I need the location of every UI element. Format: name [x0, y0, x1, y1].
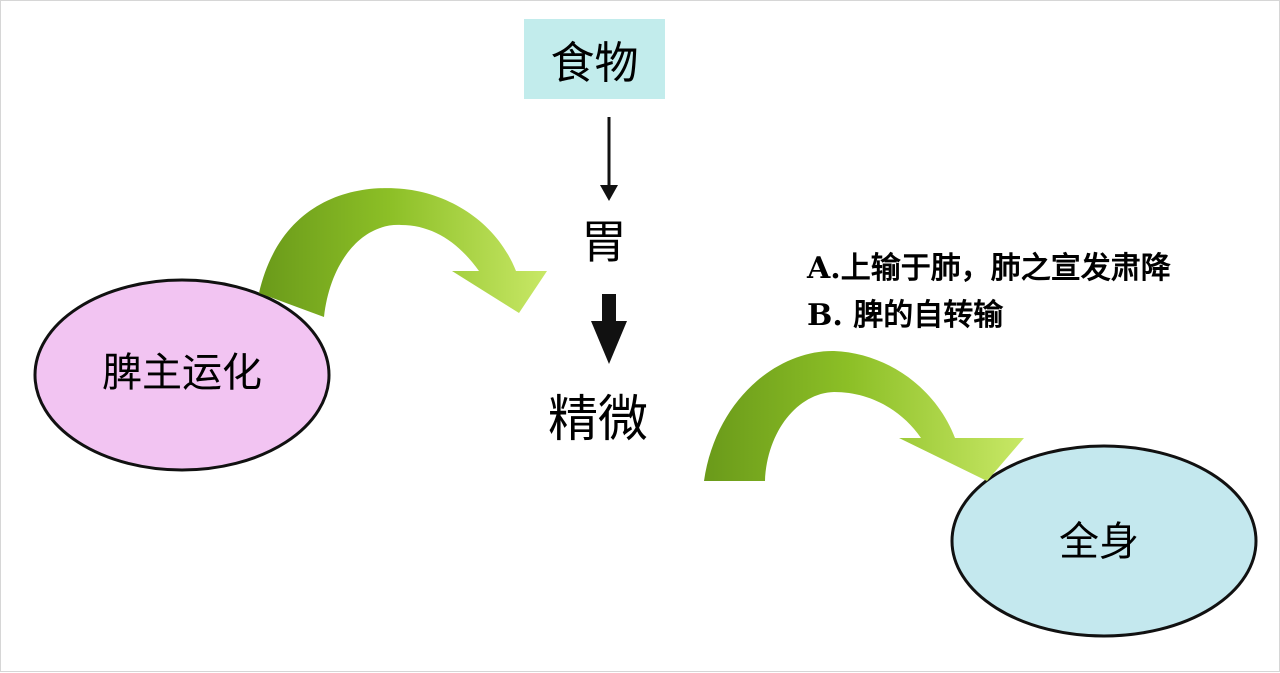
food-label: 食物 — [550, 38, 639, 89]
arrow-stomach-to-essence — [591, 294, 627, 364]
body-ellipse — [950, 444, 1258, 638]
spleen-function-label: 脾主运化 — [102, 350, 262, 396]
whole-body-label: 全身 — [1059, 519, 1139, 565]
arrow-food-to-stomach — [600, 117, 618, 201]
stomach-label: 胃 — [581, 215, 627, 269]
note-a: A.上输于肺，肺之宣发肃降 — [807, 251, 1171, 286]
note-b: B. 脾的自转输 — [807, 298, 1004, 333]
food-box: 食物 — [524, 19, 665, 99]
curved-arrow-left — [259, 188, 547, 317]
essence-label: 精微 — [548, 390, 648, 448]
curved-arrow-right — [704, 350, 1024, 481]
spleen-ellipse — [33, 278, 331, 472]
